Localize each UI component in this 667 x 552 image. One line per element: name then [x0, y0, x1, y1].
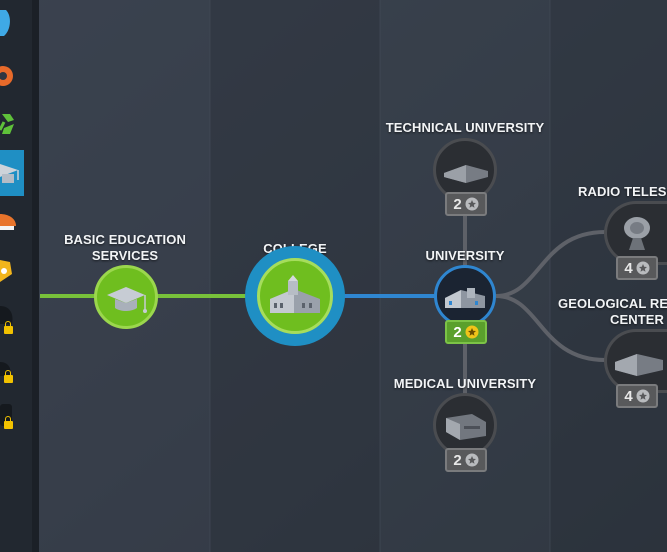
- node-label-radio-telescope: RADIO TELESC: [578, 184, 667, 199]
- graduation-cap-icon: [107, 287, 147, 313]
- water-drop-icon: [0, 10, 10, 36]
- connector-university-geological: [495, 294, 606, 362]
- connector-university-radio: [495, 230, 606, 298]
- cost-badge-university: 2: [445, 320, 487, 344]
- development-point-icon: [465, 325, 479, 339]
- development-points-cost: 2: [453, 323, 462, 341]
- recycling-icon: [0, 114, 14, 134]
- development-point-icon: [465, 197, 479, 211]
- node-label-medical-university: MEDICAL UNIVERSITY: [393, 376, 537, 391]
- university-building-icon: [445, 288, 485, 308]
- padlock-icon: [4, 370, 13, 383]
- medical-university-building-icon: [446, 414, 486, 440]
- node-college-selected-ring[interactable]: [245, 246, 345, 346]
- label-line: CENTER: [610, 312, 665, 327]
- sidebar-divider: [32, 0, 39, 552]
- padlock-icon: [4, 416, 13, 429]
- technical-university-building-icon: [444, 165, 488, 183]
- locked-category-icon: [0, 306, 13, 324]
- cost-badge-radio-telescope: 4: [616, 256, 658, 280]
- education-cap-icon: [0, 164, 19, 183]
- sidebar-item-healthcare[interactable]: [0, 198, 26, 244]
- geological-research-building-icon: [615, 354, 663, 376]
- node-label-technical-university: TECHNICAL UNIVERSITY: [385, 120, 545, 135]
- sidebar-item-education[interactable]: [0, 150, 24, 196]
- sidebar-item-garbage[interactable]: [0, 100, 26, 146]
- college-building-icon: [270, 275, 320, 313]
- sidebar-item-water[interactable]: [0, 2, 26, 48]
- node-label-basic-education: BASIC EDUCATION SERVICES: [55, 232, 195, 264]
- node-label-university: UNIVERSITY: [425, 248, 505, 263]
- node-label-geological-research-center: GEOLOGICAL RES CENTER: [558, 296, 667, 328]
- node-university[interactable]: [434, 265, 496, 327]
- label-line: SERVICES: [91, 248, 159, 263]
- development-points-cost: 2: [453, 195, 462, 213]
- development-points-cost: 4: [624, 387, 633, 405]
- padlock-icon: [4, 321, 13, 334]
- cost-badge-medical-university: 2: [445, 448, 487, 472]
- development-points-cost: 4: [624, 259, 633, 277]
- node-radio-telescope[interactable]: [604, 201, 667, 265]
- cost-badge-geological-research-center: 4: [616, 384, 658, 408]
- node-technical-university[interactable]: [433, 138, 497, 202]
- node-basic-education[interactable]: [94, 265, 158, 329]
- development-point-icon: [636, 261, 650, 275]
- radio-telescope-icon: [624, 217, 650, 250]
- sidebar-item-locked-1[interactable]: [0, 298, 26, 344]
- sidebar-item-locked-2[interactable]: [0, 350, 26, 396]
- development-point-icon: [465, 453, 479, 467]
- police-badge-icon: [0, 260, 12, 282]
- label-line: GEOLOGICAL RES: [558, 296, 667, 311]
- node-geological-research-center[interactable]: [604, 329, 667, 393]
- development-points-cost: 2: [453, 451, 462, 469]
- label-line: BASIC EDUCATION: [64, 232, 186, 247]
- sidebar-item-locked-3[interactable]: [0, 398, 26, 444]
- development-point-icon: [636, 389, 650, 403]
- healthcare-icon: [0, 214, 16, 230]
- cost-badge-technical-university: 2: [445, 192, 487, 216]
- sidebar-item-police[interactable]: [0, 246, 26, 292]
- fire-service-icon: [0, 66, 13, 86]
- node-medical-university[interactable]: [433, 393, 497, 457]
- node-college[interactable]: [257, 258, 333, 334]
- sidebar-item-fire[interactable]: [0, 52, 26, 98]
